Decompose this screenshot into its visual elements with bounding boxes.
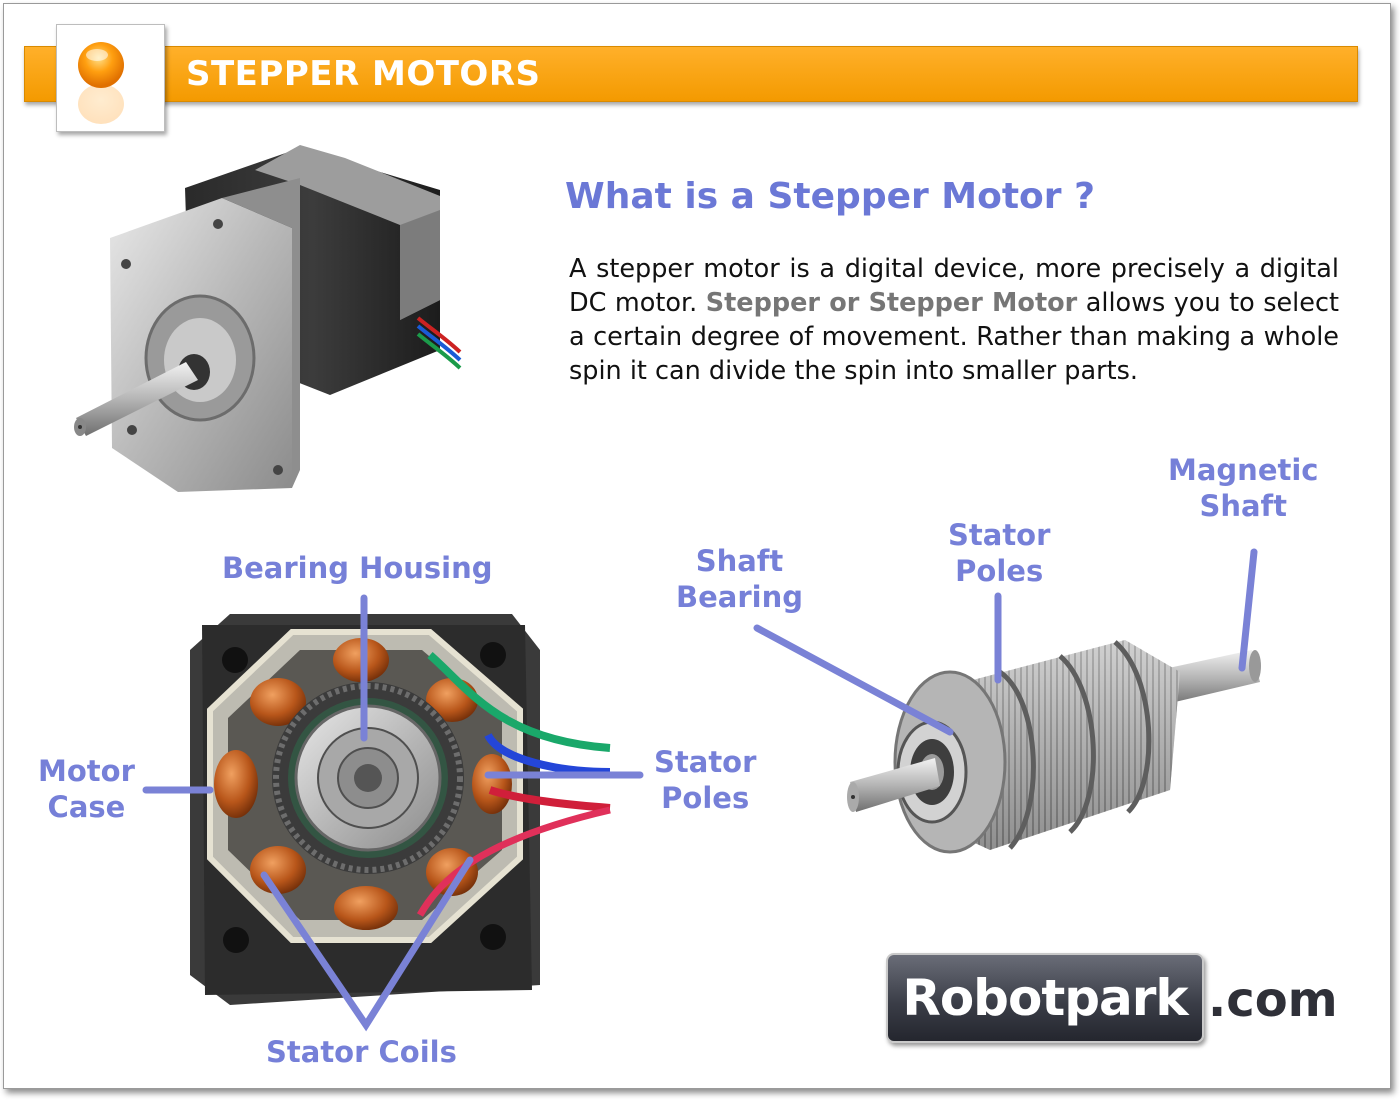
stepper-motor-illustration — [74, 145, 462, 492]
logo-box — [56, 24, 165, 132]
intro-paragraph: A stepper motor is a digital device, mor… — [569, 252, 1339, 388]
label-stator-coils: Stator Coils — [266, 1035, 457, 1069]
title-banner — [24, 46, 1358, 102]
leader-stator-coils — [260, 856, 474, 1032]
label-bearing-housing: Bearing Housing — [222, 551, 493, 585]
brand-suffix: .com — [1208, 972, 1338, 1028]
motor-cutaway-illustration — [190, 614, 611, 1005]
label-stator-poles-right: Stator Poles — [948, 518, 1051, 588]
orange-orb-icon — [78, 42, 124, 124]
leader-magnetic-shaft — [1238, 548, 1258, 672]
leader-lines — [142, 548, 1258, 1032]
page-title: STEPPER MOTORS — [186, 54, 541, 94]
intro-text-emphasis: Stepper or Stepper Motor — [705, 288, 1078, 318]
section-heading: What is a Stepper Motor ? — [565, 176, 1095, 217]
intro-text-start: A stepper motor is a digital device, mor… — [569, 254, 1339, 318]
intro-text-end: allows you to select a certain degree of… — [569, 288, 1339, 386]
label-shaft-bearing: Shaft Bearing — [676, 544, 803, 614]
label-motor-case: Motor Case — [38, 754, 135, 824]
label-stator-poles-left: Stator Poles — [654, 745, 757, 815]
rotor-shaft-illustration — [847, 640, 1261, 854]
label-magnetic-shaft: Magnetic Shaft — [1168, 453, 1319, 523]
leader-shaft-bearing — [753, 624, 954, 736]
brand-logo: Robotpark — [886, 953, 1204, 1043]
